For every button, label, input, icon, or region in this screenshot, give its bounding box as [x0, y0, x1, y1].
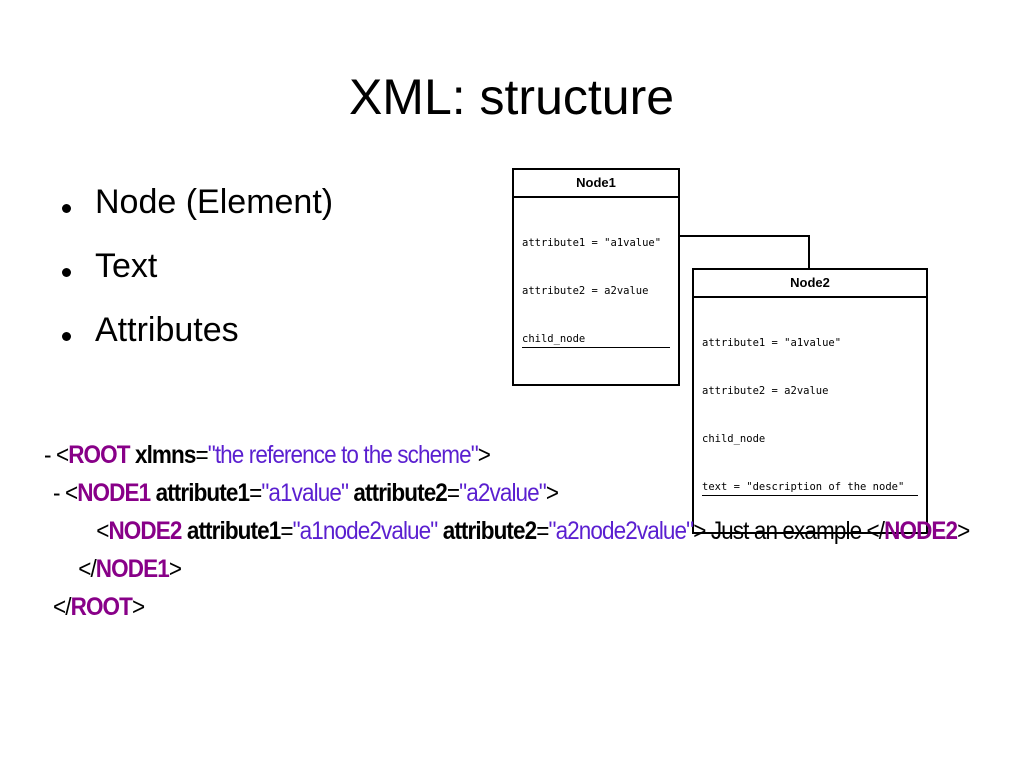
bullet-dot-icon [62, 332, 71, 341]
xml-punct: > [477, 441, 491, 469]
xml-attr-name: attribute1 [186, 517, 281, 545]
uml-attribute: attribute2 = a2value [702, 385, 829, 397]
xml-line-node2: <NODE2 attribute1="a1node2value" attribu… [44, 512, 970, 550]
bullet-text: Text [95, 247, 158, 285]
bullet-text: Attributes [95, 311, 239, 349]
xml-punct: = [280, 517, 293, 545]
xml-punct: > [693, 517, 706, 545]
xml-attr-name: attribute2 [353, 479, 447, 507]
xml-punct: </ [78, 555, 96, 583]
xml-punct: < [55, 441, 69, 469]
uml-attribute: attribute1 = "a1value" [702, 337, 842, 349]
collapse-toggle[interactable]: - [53, 479, 61, 507]
xml-tag-name: NODE2 [108, 517, 182, 545]
xml-line-node1-close: </NODE1> [44, 550, 854, 588]
xml-example: - <ROOT xlmns="the reference to the sche… [44, 436, 970, 626]
bullet-list: Node (Element) Text Attributes [58, 182, 333, 374]
uml-node2-attributes: attribute1 = "a1value" attribute2 = a2va… [694, 298, 926, 528]
xml-punct: < [64, 479, 78, 507]
xml-tag-name: NODE2 [884, 517, 958, 545]
xml-tag-name: ROOT [68, 441, 130, 469]
xml-attr-name: xlmns [134, 441, 196, 469]
xml-punct: </ [866, 517, 885, 545]
bullet-item: Attributes [58, 310, 333, 350]
bullet-dot-icon [62, 268, 71, 277]
xml-line-root-close: </ROOT> [44, 588, 854, 626]
xml-punct: > [131, 593, 145, 621]
xml-attr-value: "the reference to the scheme" [207, 441, 479, 469]
xml-punct: > [545, 479, 559, 507]
xml-punct: </ [53, 593, 71, 621]
xml-punct: > [957, 517, 970, 545]
xml-line-node1-open: - <NODE1 attribute1="a1value" attribute2… [44, 474, 854, 512]
xml-attr-value: "a2node2value" [548, 517, 694, 545]
xml-punct: = [249, 479, 262, 507]
uml-node2-box: Node2 attribute1 = "a1value" attribute2 … [692, 268, 928, 534]
xml-punct: < [96, 517, 109, 545]
uml-attribute: child_node [702, 433, 766, 445]
uml-attribute: text = "description of the node" [702, 479, 918, 496]
xml-attr-value: "a2value" [459, 479, 547, 507]
xml-attr-name: attribute1 [155, 479, 250, 507]
bullet-dot-icon [62, 204, 71, 213]
xml-tag-name: NODE1 [77, 479, 151, 507]
uml-node2-name: Node2 [694, 270, 926, 298]
slide-title: XML: structure [348, 69, 675, 125]
uml-node1-footer [514, 380, 678, 384]
xml-attr-name: attribute2 [442, 517, 537, 545]
xml-punct: = [446, 479, 460, 507]
xml-tag-name: ROOT [70, 593, 133, 621]
uml-node1-box: Node1 attribute1 = "a1value" attribute2 … [512, 168, 680, 386]
xml-attr-value: "a1node2value" [292, 517, 439, 545]
xml-punct: > [168, 555, 182, 583]
connector-path [677, 235, 810, 268]
uml-node1-name: Node1 [514, 170, 678, 198]
xml-line-root-open: - <ROOT xlmns="the reference to the sche… [44, 436, 854, 474]
uml-attribute: attribute2 = a2value [522, 285, 649, 297]
collapse-toggle[interactable]: - [44, 441, 52, 469]
xml-punct: = [195, 441, 208, 469]
bullet-text: Node (Element) [95, 183, 334, 221]
xml-attr-value: "a1value" [261, 479, 349, 507]
xml-text-content: Just an example [705, 517, 867, 545]
uml-attribute: child_node [522, 331, 670, 348]
bullet-item: Text [58, 246, 333, 286]
bullet-item: Node (Element) [58, 182, 333, 222]
uml-attribute: attribute1 = "a1value" [522, 237, 662, 249]
xml-punct: = [536, 517, 549, 545]
uml-node1-attributes: attribute1 = "a1value" attribute2 = a2va… [514, 198, 678, 380]
xml-tag-name: NODE1 [95, 555, 170, 583]
